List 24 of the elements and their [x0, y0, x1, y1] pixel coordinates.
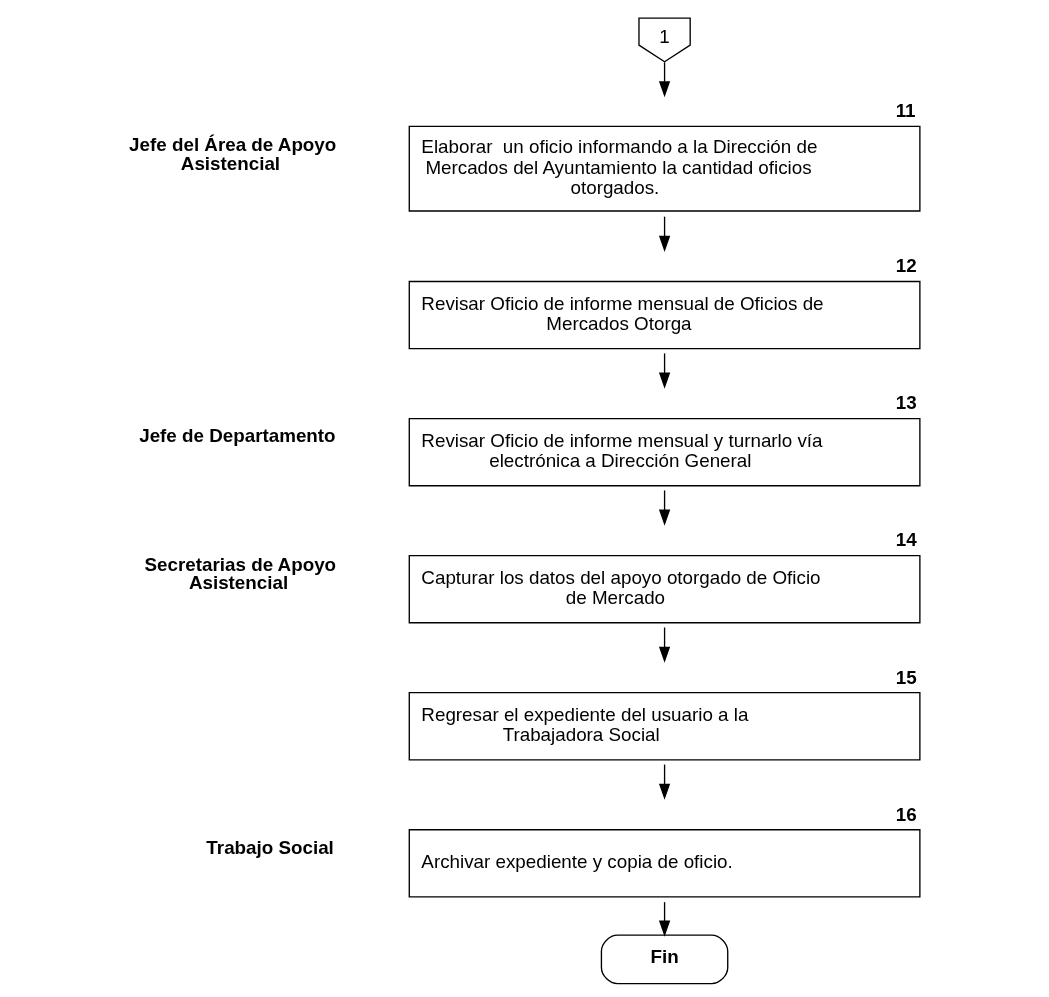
node-box: Fin: [600, 934, 729, 985]
arrow: [658, 901, 671, 937]
node-box: Revisar Oficio de informe mensual y turnarlo vía electrónica a Dirección General: [408, 417, 921, 487]
arrow: [658, 216, 671, 252]
node-box: Capturar los datos del apoyo otorgado de Oficio de Mercado: [408, 554, 921, 624]
node-box: Revisar Oficio de informe mensual de Oficios de Mercados Otorga: [408, 280, 921, 350]
arrow: [658, 489, 671, 526]
label: Secretarias de Apoyo Asistencial: [144, 553, 337, 594]
node-box: Elaborar un oficio informando a la Dirección de Mercados del Ayuntamiento la cantidad oficios otorgados.: [408, 125, 921, 212]
label: Jefe del Área de Apoyo Asistencial: [129, 133, 337, 174]
node-label: 14: [895, 529, 917, 551]
arrow: [658, 352, 671, 389]
node-label: 16: [895, 803, 917, 825]
node-label: 15: [895, 666, 917, 688]
label: Jefe de Departamento: [139, 425, 336, 447]
node-box: Regresar el expediente del usuario a la Trabajadora Social: [408, 692, 921, 761]
node-label: 11: [895, 100, 916, 122]
node-label: 13: [895, 392, 917, 414]
node-box: Archivar expediente y copia de oficio.: [408, 829, 921, 898]
arrow: [658, 626, 671, 663]
arrow: [658, 61, 671, 98]
label: Trabajo Social: [206, 836, 334, 858]
node-label: 12: [895, 255, 917, 277]
arrow: [658, 763, 671, 800]
